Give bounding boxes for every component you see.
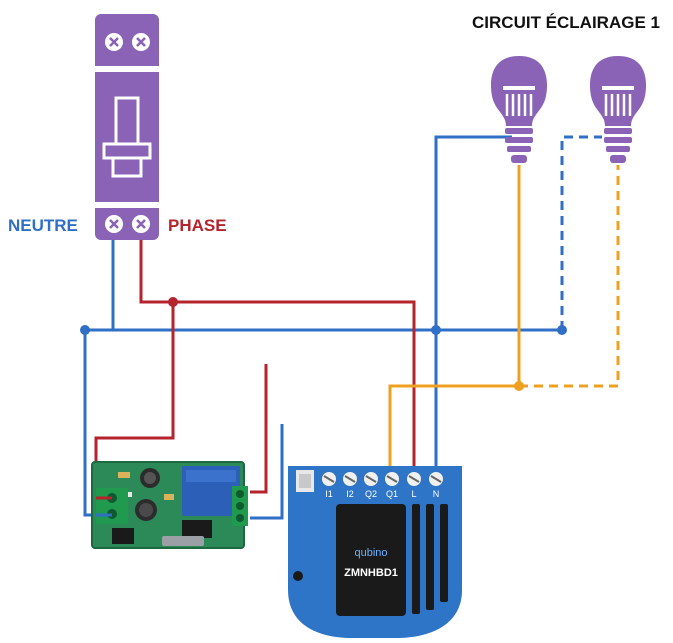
terminal-label: Q1 <box>386 489 398 499</box>
neutral-label: NEUTRE <box>8 216 78 235</box>
light-bulb-icon <box>589 56 647 163</box>
diagram-title: CIRCUIT ÉCLAIRAGE 1 <box>472 13 660 32</box>
terminal-label: I1 <box>325 489 333 499</box>
qubino-module: I1 I2 Q2 Q1 L N qubino ZMNHBD1 <box>288 466 462 638</box>
screw-icon <box>132 215 150 233</box>
circuit-breaker <box>95 14 159 240</box>
terminal-label: L <box>411 489 416 499</box>
terminal-label: I2 <box>346 489 354 499</box>
module-brand: qubino <box>354 547 387 559</box>
rf-receiver-board <box>91 461 248 549</box>
phase-wires <box>94 238 416 500</box>
screw-icon <box>105 215 123 233</box>
neutral-wires <box>83 135 602 520</box>
junction-dots <box>80 297 567 391</box>
terminal-label: Q2 <box>365 489 377 499</box>
terminal-label: N <box>433 489 440 499</box>
screw-icon <box>105 33 123 51</box>
screw-icon <box>132 33 150 51</box>
phase-label: PHASE <box>168 216 227 235</box>
breaker-toggle-icon <box>102 96 152 178</box>
terminal-block <box>322 472 443 486</box>
module-model: ZMNHBD1 <box>344 567 398 579</box>
switched-wires <box>388 165 620 468</box>
light-bulb-icon <box>490 56 548 163</box>
